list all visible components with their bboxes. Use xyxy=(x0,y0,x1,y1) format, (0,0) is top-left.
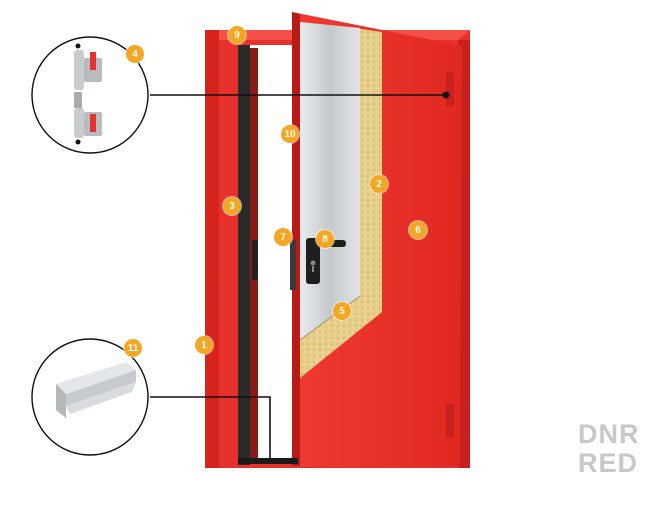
callout-7: 7 xyxy=(274,228,292,246)
hinge-pin-upper xyxy=(74,50,84,90)
callout-5: 5 xyxy=(333,302,351,320)
callout-9: 9 xyxy=(228,26,246,44)
callout-1: 1 xyxy=(195,336,213,354)
aluminium-profile xyxy=(56,362,136,394)
threshold xyxy=(238,458,298,464)
door-opening xyxy=(238,45,300,465)
mineral-wool-insulation xyxy=(300,28,382,378)
callout-4: 4 xyxy=(126,45,144,63)
hinge-pin-lower xyxy=(74,108,84,138)
watermark: DNR RED xyxy=(578,420,640,478)
watermark-line-1: DNR xyxy=(578,419,640,449)
leader-dot-hinge xyxy=(442,91,450,99)
callout-6: 6 xyxy=(409,221,427,239)
callout-8: 8 xyxy=(316,230,334,248)
profile-detail-magnifier xyxy=(31,338,149,456)
hinge-detail-magnifier xyxy=(31,36,149,154)
watermark-line-2: RED xyxy=(578,448,639,478)
callout-3: 3 xyxy=(223,197,241,215)
callout-10: 10 xyxy=(281,125,299,143)
leader-lines xyxy=(150,94,446,462)
callout-11: 11 xyxy=(124,339,142,357)
callout-2: 2 xyxy=(370,175,388,193)
